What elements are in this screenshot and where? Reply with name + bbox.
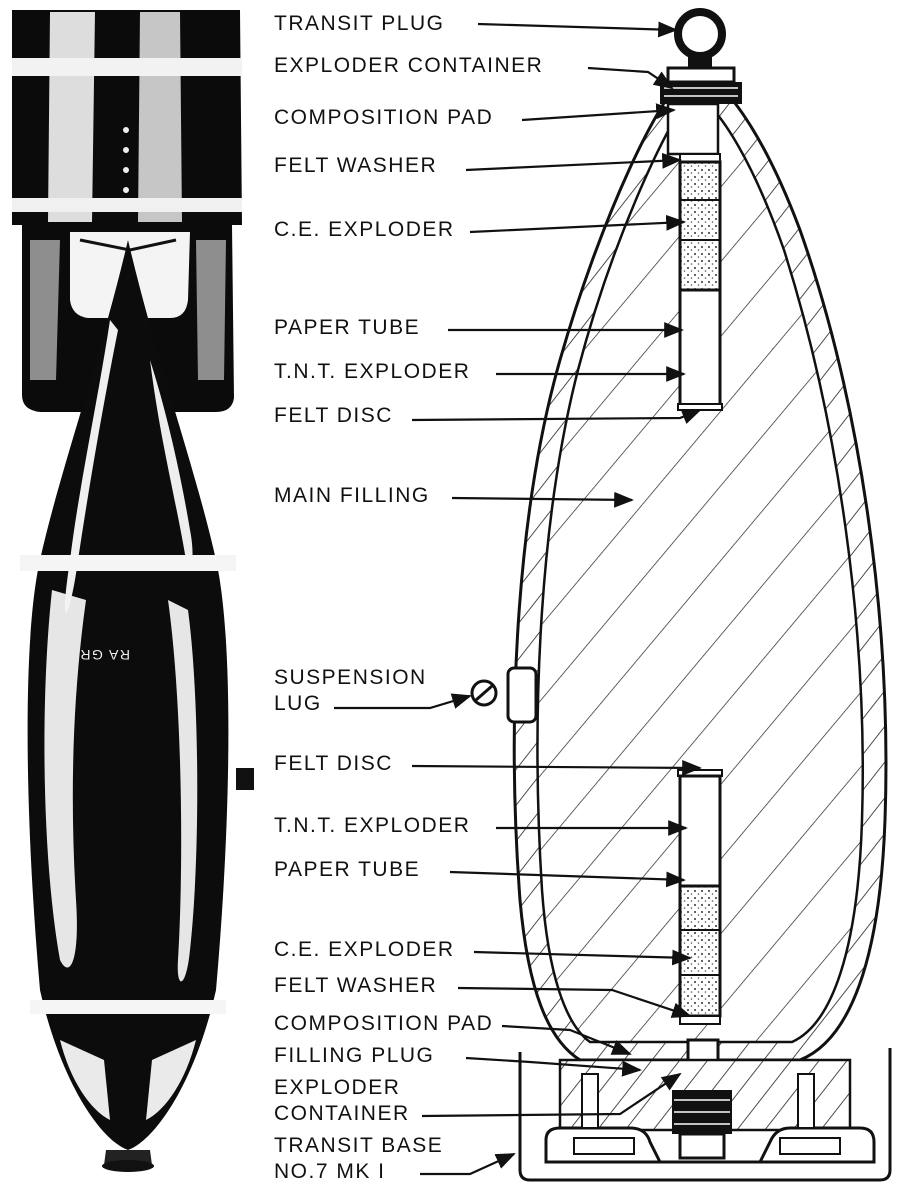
leader-paper-tube-bottom (449, 870, 686, 888)
leader-transit-base (420, 1152, 516, 1176)
bomb-body-marking: RA GR (79, 647, 130, 663)
label-composition-pad-bottom: COMPOSITION PAD (274, 1012, 493, 1035)
label-exploder-container-bottom-line1: EXPLODER (274, 1076, 400, 1099)
label-tnt-exploder-top: T.N.T. EXPLODER (274, 360, 470, 383)
leader-transit-plug (477, 21, 678, 38)
transit-base (518, 1048, 892, 1182)
bomb-exterior-view: RA GR (12, 10, 254, 1172)
label-ce-exploder-bottom: C.E. EXPLODER (274, 938, 455, 961)
label-exploder-container-bottom-line2: CONTAINER (274, 1102, 410, 1125)
leader-felt-washer-bottom (457, 986, 692, 1018)
label-main-filling: MAIN FILLING (274, 484, 430, 507)
leader-suspension-lug (334, 693, 472, 710)
leader-felt-disc-bottom (411, 759, 702, 776)
label-filling-plug: FILLING PLUG (274, 1044, 434, 1067)
label-felt-washer-top: FELT WASHER (274, 154, 437, 177)
label-transit-plug: TRANSIT PLUG (274, 12, 444, 35)
label-exploder-container-top: EXPLODER CONTAINER (274, 54, 543, 77)
leader-felt-disc-top (411, 408, 702, 424)
label-transit-base-line2: NO.7 MK I (274, 1160, 386, 1183)
label-paper-tube-bottom: PAPER TUBE (274, 858, 420, 881)
label-felt-disc-top: FELT DISC (274, 404, 393, 427)
label-ce-exploder-top: C.E. EXPLODER (274, 218, 455, 241)
leader-exploder-container-bottom (421, 1072, 682, 1118)
label-tnt-exploder-bottom: T.N.T. EXPLODER (274, 814, 470, 837)
leader-exploder-container-top (587, 66, 674, 90)
label-suspension-lug-line2: LUG (274, 692, 322, 715)
label-paper-tube-top: PAPER TUBE (274, 316, 420, 339)
bomb-section-view (470, 8, 892, 1182)
leader-felt-washer-top (465, 152, 682, 172)
label-felt-disc-bottom: FELT DISC (274, 752, 393, 775)
callout-labels: TRANSIT PLUG EXPLODER CONTAINER COMPOSIT… (274, 12, 543, 1183)
leader-ce-exploder-bottom (473, 949, 692, 966)
top-exploder-column (666, 102, 723, 411)
leader-composition-pad-bottom (501, 1024, 632, 1056)
label-composition-pad-top: COMPOSITION PAD (274, 106, 493, 129)
label-suspension-lug-line1: SUSPENSION (274, 666, 427, 689)
leader-filling-plug (465, 1056, 642, 1077)
bomb-body: RA GR (20, 240, 254, 1172)
leader-lines (334, 21, 702, 1176)
leader-ce-exploder-top (469, 214, 686, 234)
leader-main-filling (451, 491, 634, 508)
label-transit-base-line1: TRANSIT BASE (274, 1134, 443, 1157)
suspension-lug (470, 666, 538, 724)
leader-composition-pad-top (521, 103, 676, 122)
label-felt-washer-bottom: FELT WASHER (274, 974, 437, 997)
transit-plug (660, 8, 742, 104)
